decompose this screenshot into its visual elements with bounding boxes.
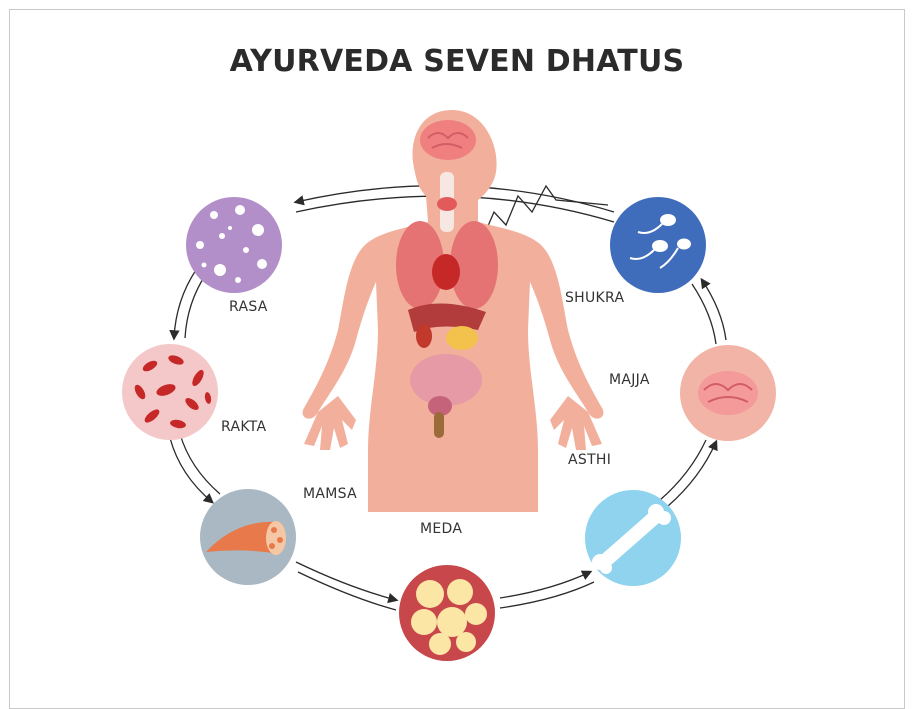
arrow-mamsa-to-meda xyxy=(296,562,396,600)
arrow-rakta-to-mamsa xyxy=(170,438,212,502)
dhatu-shukra xyxy=(610,197,706,293)
heart-icon xyxy=(432,254,460,290)
dhatu-meda xyxy=(399,565,495,661)
dhatu-rakta xyxy=(122,344,218,440)
label-shukra: SHUKRA xyxy=(565,290,624,306)
arrow-asthi-to-majja xyxy=(668,442,716,506)
arrow-rasa-to-rakta xyxy=(174,270,196,338)
dhatu-asthi xyxy=(585,490,681,586)
label-asthi: ASTHI xyxy=(568,452,611,468)
dhatu-majja xyxy=(680,345,776,441)
brain-marrow-icon xyxy=(698,371,758,415)
thyroid-icon xyxy=(437,197,457,211)
label-meda: MEDA xyxy=(420,521,462,537)
label-rakta: RAKTA xyxy=(221,419,266,435)
dhatu-mamsa xyxy=(200,489,296,585)
stomach xyxy=(446,326,478,350)
arrow-meda-to-asthi xyxy=(500,572,590,598)
human-body-organs-icon xyxy=(303,110,604,512)
kidney-left xyxy=(416,324,432,348)
label-majja: MAJJA xyxy=(609,372,650,388)
label-rasa: RASA xyxy=(229,299,268,315)
brain-icon xyxy=(420,120,476,160)
label-mamsa: MAMSA xyxy=(303,486,357,502)
dhatu-rasa xyxy=(186,197,282,293)
